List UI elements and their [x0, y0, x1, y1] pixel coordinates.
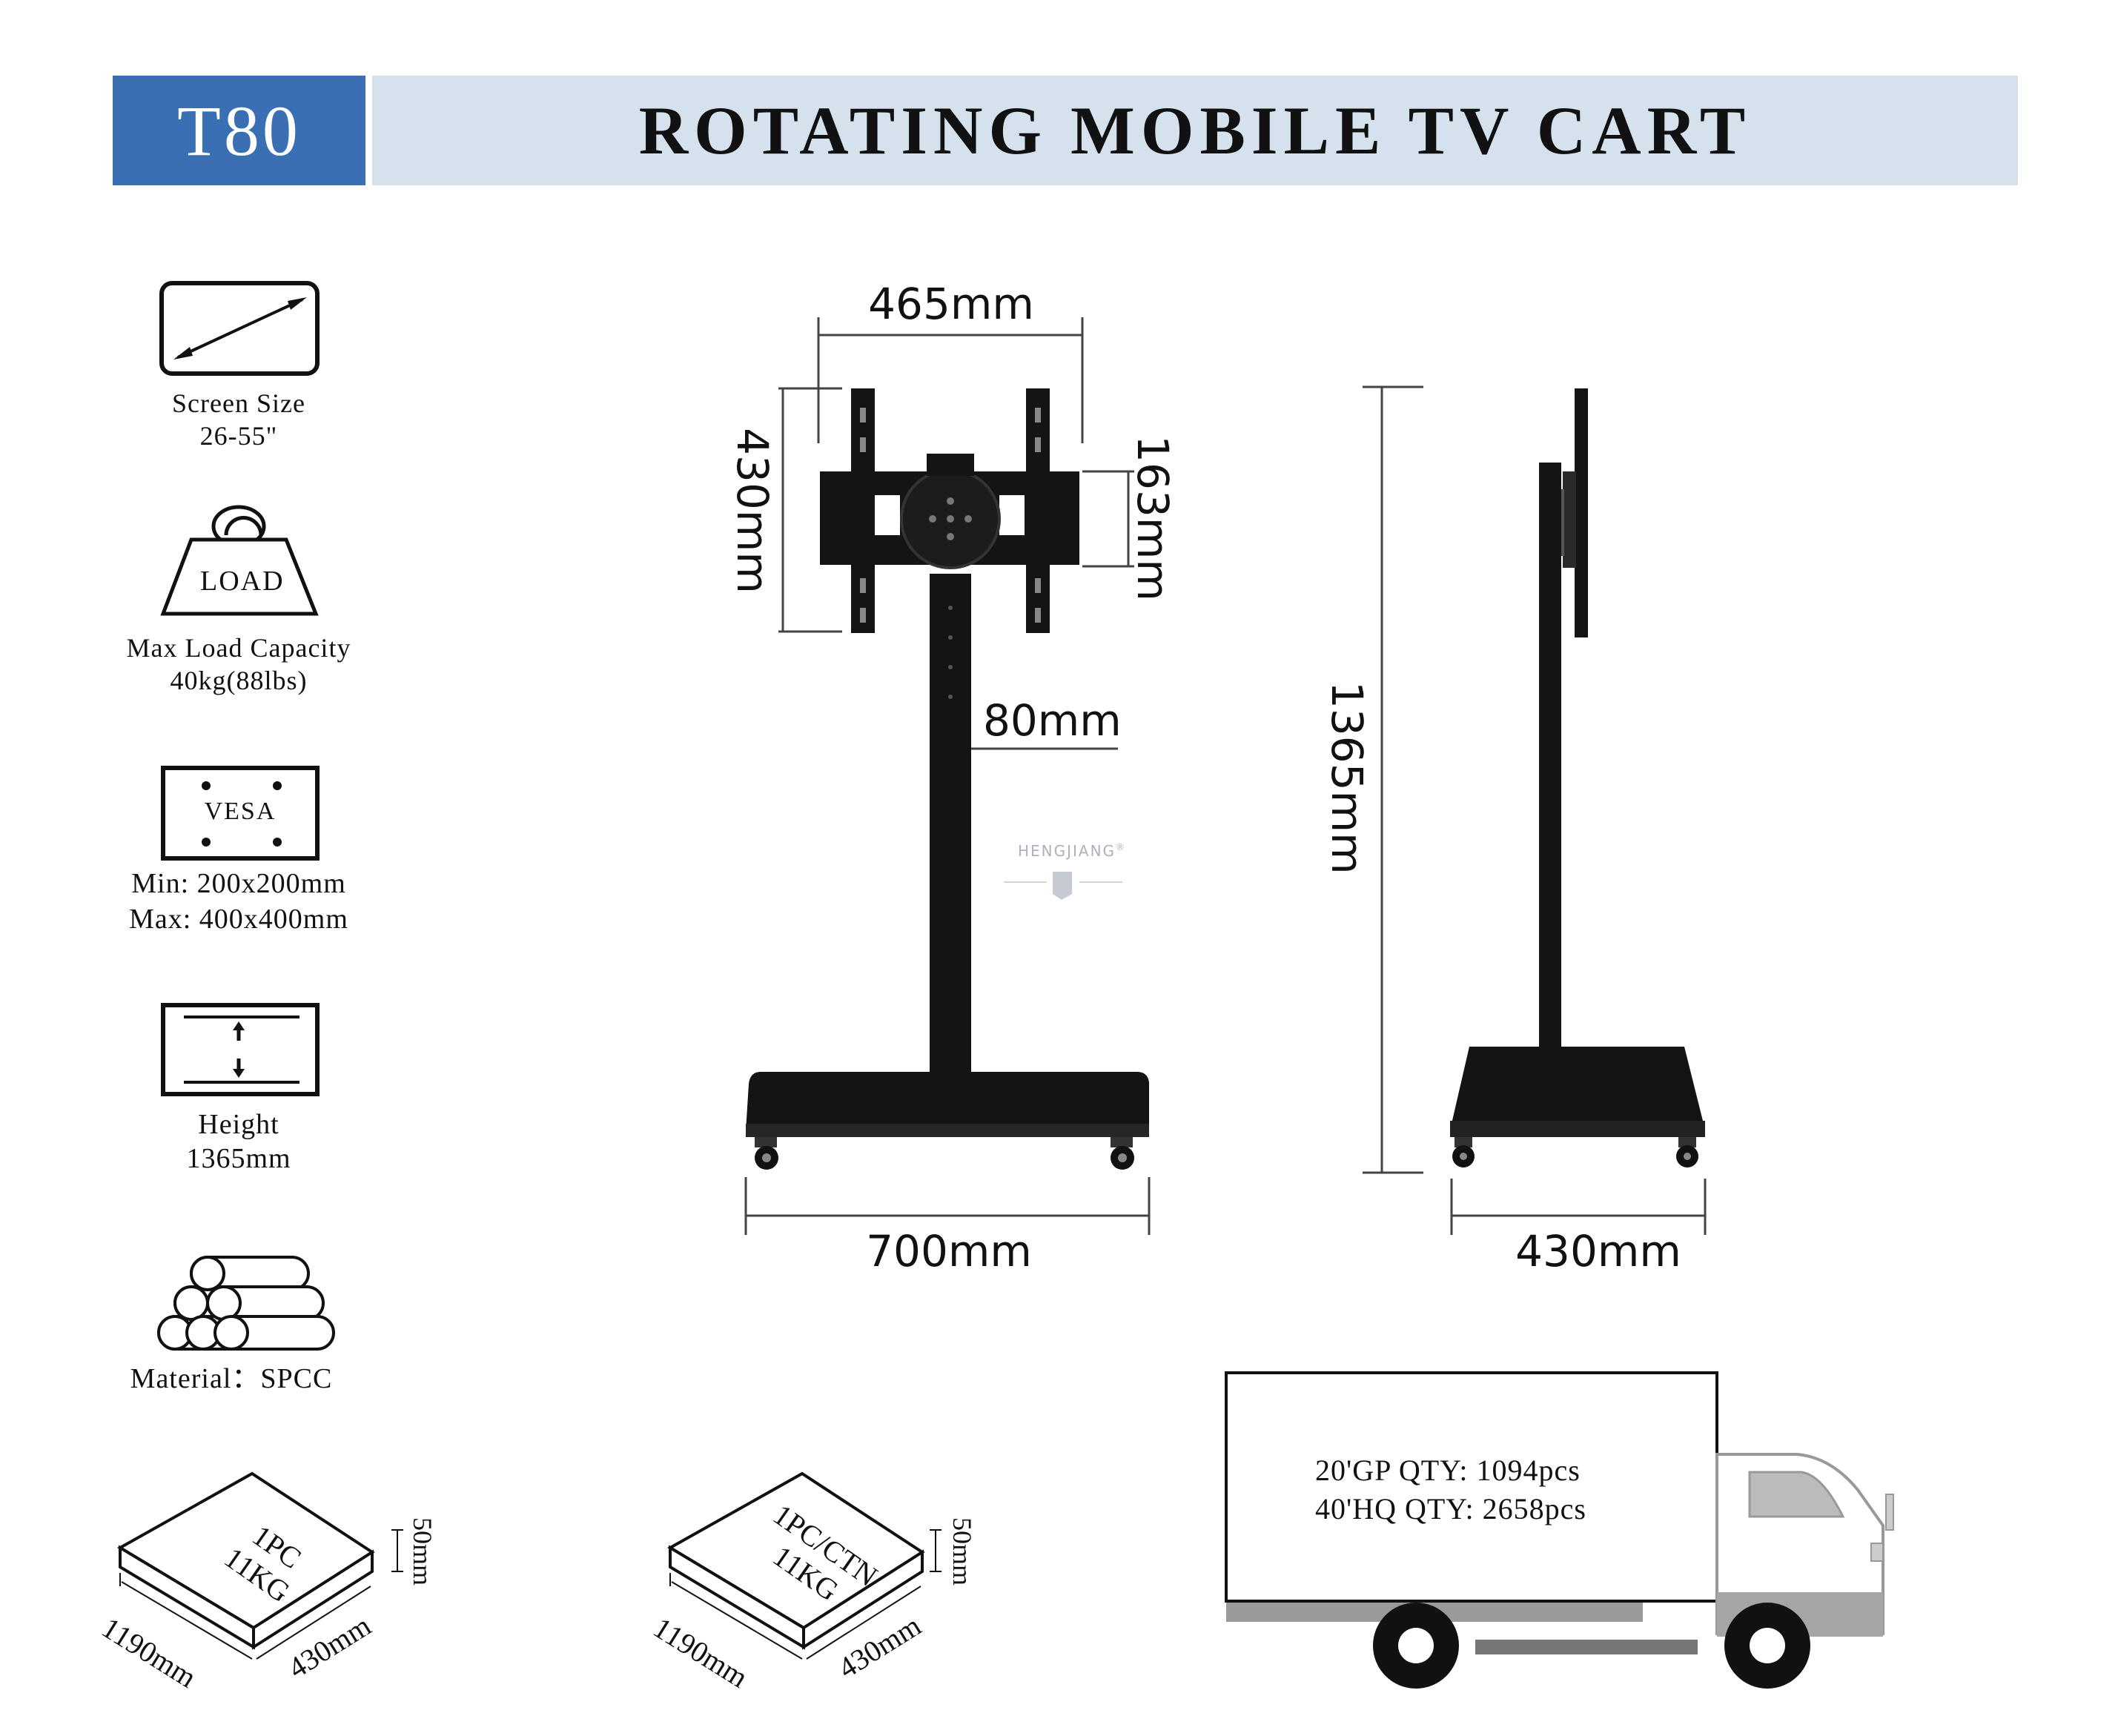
container-40hq-qty: 40'HQ QTY: 2658pcs: [1315, 1492, 1586, 1525]
container-qty: 20'GP QTY: 1094pcs 40'HQ QTY: 2658pcs: [1315, 1451, 1586, 1528]
vesa-icon: [161, 766, 320, 861]
height-icon: [161, 1003, 320, 1096]
brand-watermark-text: HENGJIANG®: [1017, 842, 1127, 860]
vesa-icon-text: VESA: [204, 798, 277, 825]
pole-dim: 80mm: [983, 695, 1122, 746]
page-title: ROTATING MOBILE TV CART: [372, 76, 2018, 185]
overall-height-dim: 1365mm: [1322, 681, 1372, 875]
shipping-truck: [1225, 1371, 1894, 1689]
package-box-1: [117, 1471, 403, 1660]
base-depth-dim: 430mm: [1515, 1226, 1681, 1276]
cart-front-view: [744, 317, 1151, 1235]
base-width-dim: 700mm: [866, 1226, 1032, 1276]
cart-side-view: [1363, 385, 1707, 1235]
brand-watermark: [1004, 872, 1122, 900]
package-1-height: 50mm: [408, 1517, 437, 1586]
center-plate-dim: 163mm: [1128, 435, 1178, 601]
package-box-2: [667, 1471, 941, 1660]
load-weight-icon: [160, 505, 319, 616]
model-badge: T80: [113, 76, 365, 185]
screen-size-icon: [159, 281, 320, 376]
bracket-height-dim: 430mm: [727, 428, 778, 594]
material-pipes-icon: [157, 1256, 335, 1351]
material-label: Material：SPCC: [130, 1363, 333, 1394]
bracket-width-dim: 465mm: [868, 279, 1034, 329]
container-20gp-qty: 20'GP QTY: 1094pcs: [1315, 1454, 1581, 1487]
package-2-height: 50mm: [947, 1517, 977, 1586]
load-icon-text: LOAD: [200, 566, 285, 597]
